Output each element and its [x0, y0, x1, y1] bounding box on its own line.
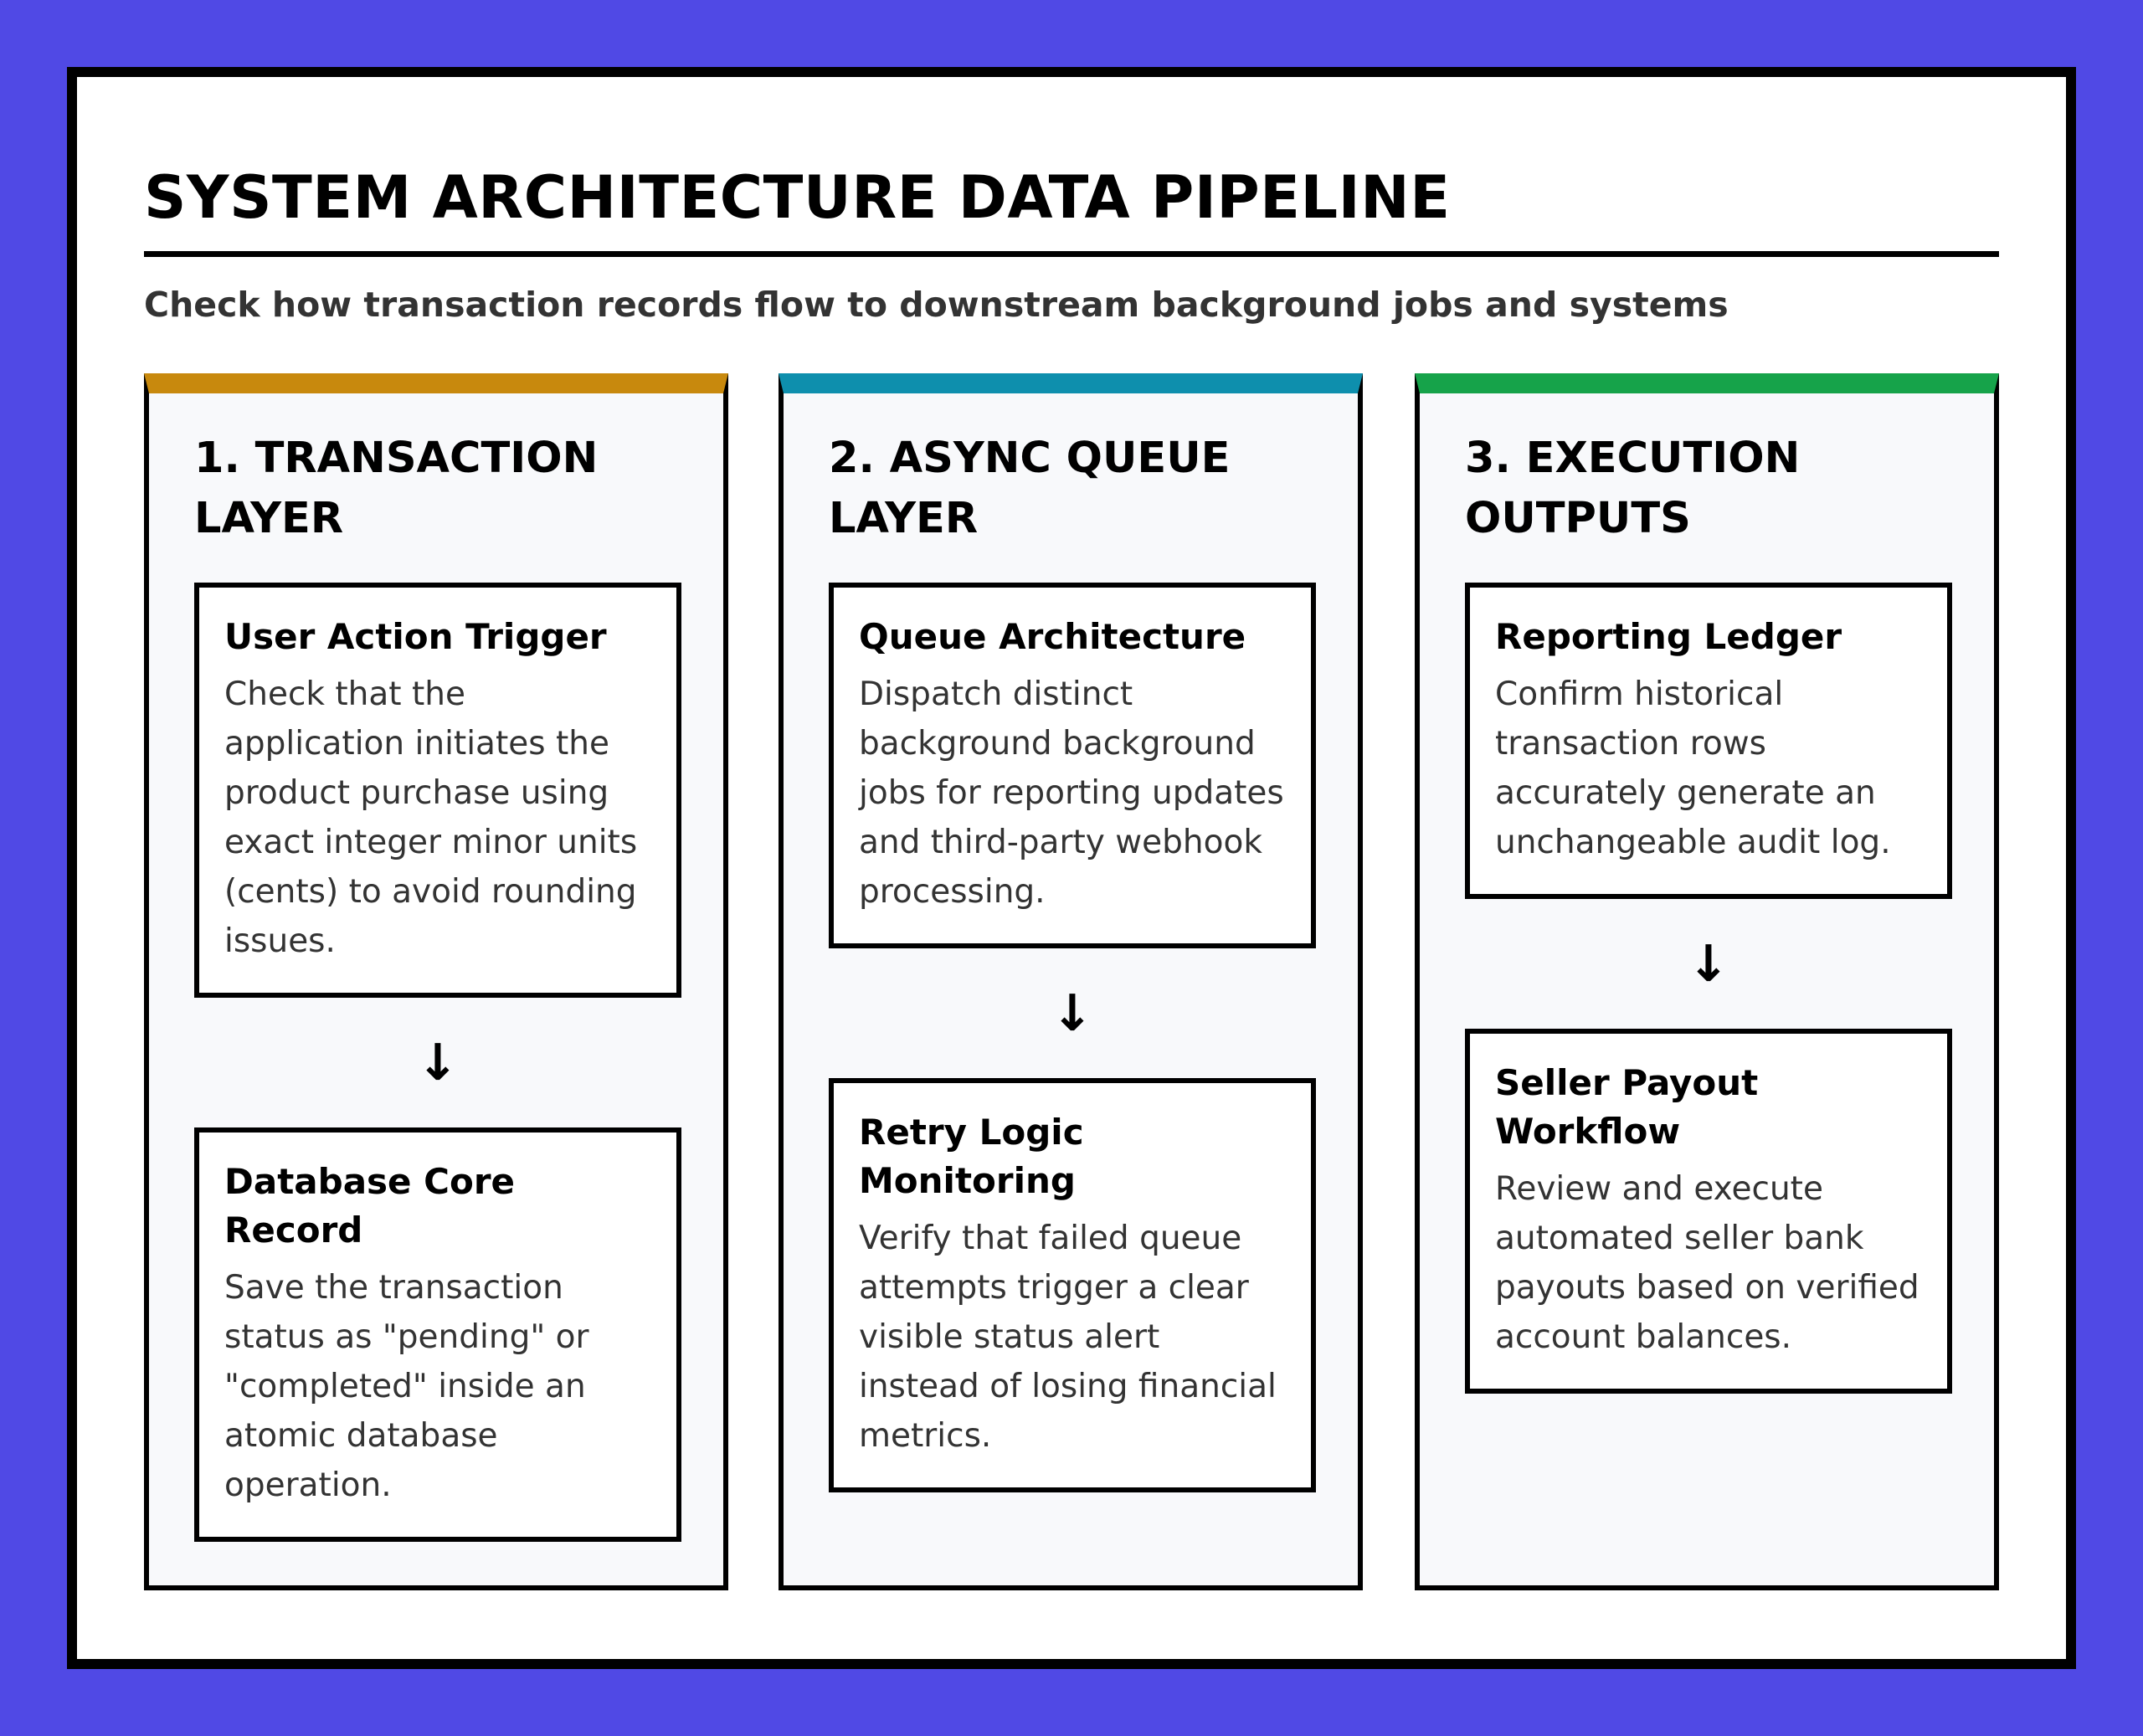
page-subtitle: Check how transaction records flow to do… — [144, 285, 1729, 325]
arrow-down-icon: ↓ — [416, 1034, 460, 1092]
step-description: Review and execute automated seller bank… — [1495, 1170, 1919, 1356]
title-divider — [144, 251, 1999, 257]
column-title: 1. TRANSACTION LAYER — [194, 434, 599, 543]
arrow-down-icon: ↓ — [1687, 935, 1730, 994]
step-description: Dispatch distinct background background … — [859, 675, 1284, 911]
step-description: Confirm historical transaction rows accu… — [1495, 675, 1891, 861]
step-queue-architecture: Queue Architecture Dispatch distinct bac… — [829, 583, 1316, 948]
diagram-card: SYSTEM ARCHITECTURE DATA PIPELINE Check … — [67, 67, 2076, 1669]
step-title: Database Core Record — [224, 1161, 516, 1251]
column-title: 2. ASYNC QUEUE LAYER — [829, 434, 1231, 543]
step-title: Seller Payout Workflow — [1495, 1062, 1759, 1152]
step-retry-logic-monitoring: Retry Logic Monitoring Verify that faile… — [829, 1078, 1316, 1492]
step-seller-payout-workflow: Seller Payout Workflow Review and execut… — [1465, 1029, 1952, 1394]
column-title: 3. EXECUTION OUTPUTS — [1465, 434, 1801, 543]
step-title: Retry Logic Monitoring — [859, 1112, 1084, 1201]
step-description: Check that the application initiates the… — [224, 675, 638, 960]
step-title: Queue Architecture — [859, 616, 1246, 657]
step-reporting-ledger: Reporting Ledger Confirm historical tran… — [1465, 583, 1952, 899]
column-transaction-layer: 1. TRANSACTION LAYER User Action Trigger… — [144, 373, 728, 1590]
column-execution-outputs: 3. EXECUTION OUTPUTS Reporting Ledger Co… — [1415, 373, 1999, 1590]
page-title: SYSTEM ARCHITECTURE DATA PIPELINE — [144, 163, 1451, 232]
arrow-down-icon: ↓ — [1051, 984, 1094, 1043]
step-description: Verify that failed queue attempts trigge… — [859, 1220, 1277, 1455]
step-description: Save the transaction status as "pending"… — [224, 1269, 589, 1504]
step-title: Reporting Ledger — [1495, 616, 1842, 657]
step-title: User Action Trigger — [224, 616, 607, 657]
step-database-core-record: Database Core Record Save the transactio… — [194, 1127, 681, 1542]
step-user-action-trigger: User Action Trigger Check that the appli… — [194, 583, 681, 998]
column-async-queue-layer: 2. ASYNC QUEUE LAYER Queue Architecture … — [779, 373, 1363, 1590]
